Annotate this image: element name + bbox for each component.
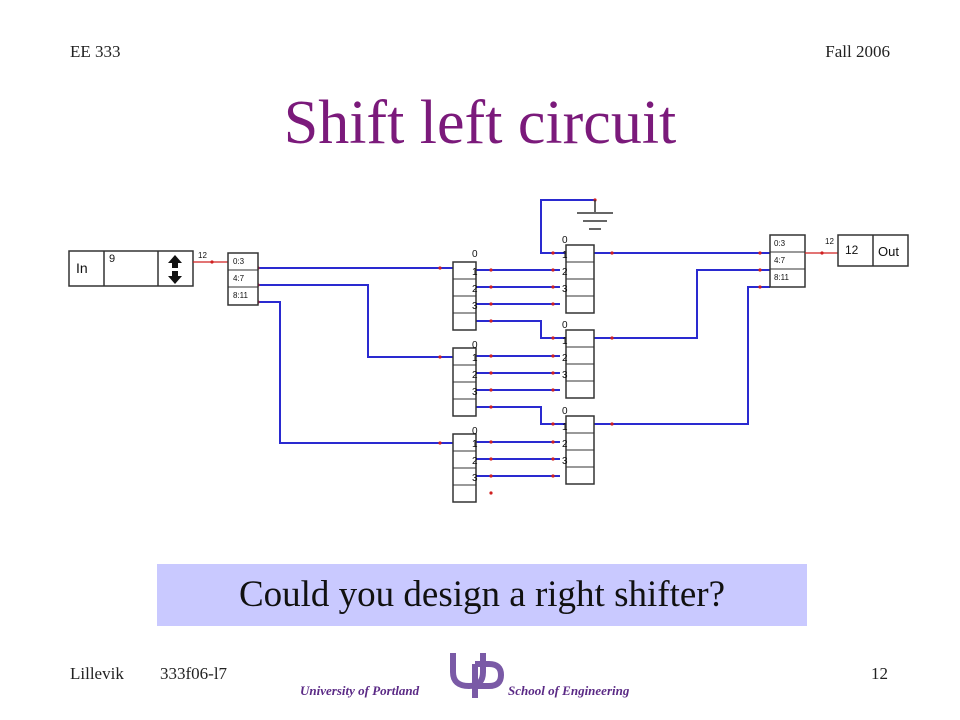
slide-title: Shift left circuit (283, 89, 677, 157)
output-splitter: 0:3 4:7 8:11 12 (769, 234, 838, 288)
mux-label: 3 (472, 301, 478, 312)
mux-label: 3 (472, 387, 478, 398)
output-width: 12 (825, 237, 834, 246)
mux-label: 2 (472, 456, 478, 467)
school-name: School of Engineering (508, 683, 630, 698)
mux-label: 1 (472, 439, 478, 450)
mux-label: 0 (472, 340, 478, 351)
mux-label: 0 (472, 426, 478, 437)
down-arrow-icon (168, 271, 182, 284)
mux-label: 1 (562, 422, 568, 433)
university-logo-icon (450, 653, 505, 698)
split-label: 4:7 (233, 274, 245, 283)
footer-code: 333f06-l7 (160, 664, 228, 683)
mux-label: 3 (562, 284, 568, 295)
split-label: 8:11 (233, 291, 249, 300)
zero-label: 0 (562, 235, 568, 246)
output-value: 12 (845, 243, 859, 257)
mux-label: 1 (562, 250, 568, 261)
mux-label: 2 (562, 439, 568, 450)
mux-label: 3 (562, 370, 568, 381)
zero-label: 0 (562, 406, 568, 417)
input-width: 12 (198, 251, 207, 260)
output-box: 12 Out (837, 234, 909, 267)
footer-author: Lillevik (70, 664, 124, 683)
split-label: 0:3 (233, 257, 245, 266)
term-label: Fall 2006 (825, 42, 890, 61)
split-label: 0:3 (774, 239, 786, 248)
split-label: 4:7 (774, 256, 786, 265)
up-arrow-icon (168, 255, 182, 268)
left-mux-3: 0 1 2 3 (452, 426, 478, 503)
input-box: In 9 12 (68, 250, 228, 287)
mux-label: 1 (562, 336, 568, 347)
course-code: EE 333 (70, 42, 121, 61)
mux-label: 2 (472, 284, 478, 295)
page-number: 12 (871, 664, 888, 683)
mux-label: 1 (472, 267, 478, 278)
output-label: Out (878, 244, 899, 259)
mux-label: 2 (562, 353, 568, 364)
mux-label: 3 (472, 473, 478, 484)
right-mux-2: 0 1 2 3 (562, 320, 595, 399)
pin-markers (210, 198, 824, 495)
mux-label: 3 (562, 456, 568, 467)
input-value: 9 (109, 253, 115, 265)
left-mux-2: 0 1 2 3 (452, 340, 478, 417)
mux-label: 2 (562, 267, 568, 278)
right-mux-1: 0 1 2 3 (562, 235, 595, 314)
split-label: 8:11 (774, 273, 790, 282)
input-label: In (76, 260, 88, 276)
left-mux-1: 0 1 2 3 (452, 249, 478, 331)
right-mux-3: 0 1 2 3 (562, 406, 595, 485)
input-splitter: 0:3 4:7 8:11 (227, 252, 259, 306)
mux-label: 0 (472, 249, 478, 260)
question-box: Could you design a right shifter? (157, 564, 807, 626)
zero-label: 0 (562, 320, 568, 331)
wires (258, 199, 770, 477)
mux-label: 2 (472, 370, 478, 381)
mux-label: 1 (472, 353, 478, 364)
ground-icon (577, 200, 613, 230)
university-name: University of Portland (300, 683, 420, 698)
